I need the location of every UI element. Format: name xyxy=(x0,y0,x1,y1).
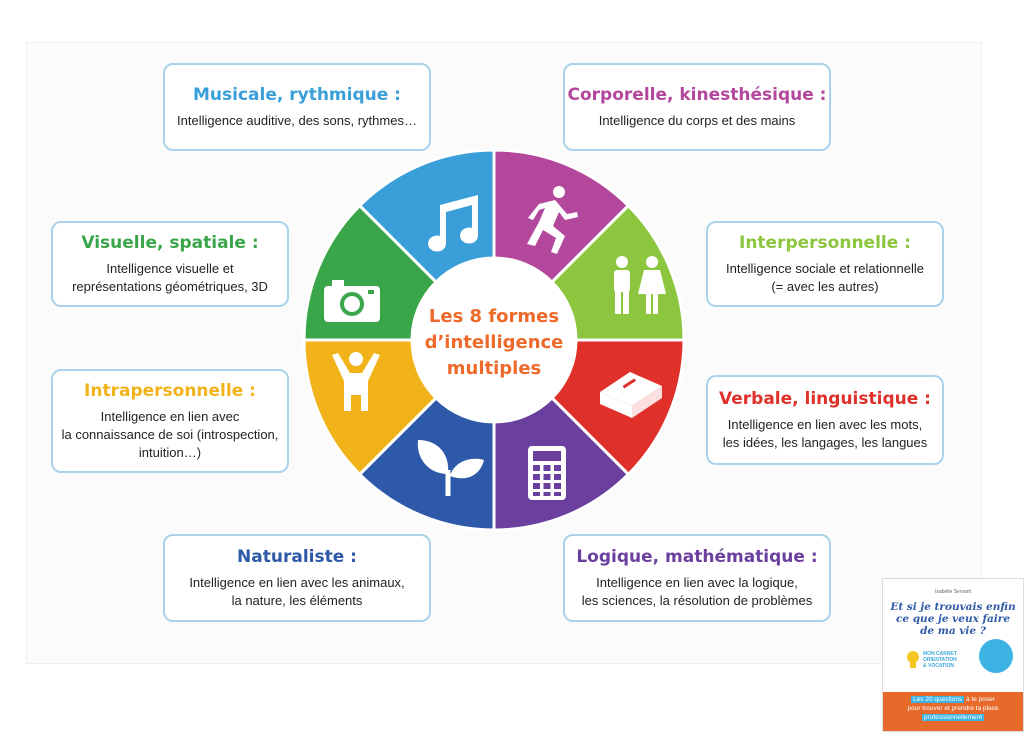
book-title: Et si je trouvais enfin ce que je veux f… xyxy=(890,601,1016,637)
card-logical: Logique, mathématique : Intelligence en … xyxy=(563,534,831,622)
center-title-line-2: d’intelligence xyxy=(425,332,564,353)
card-description: Intelligence sociale et relationnelle (=… xyxy=(725,261,924,294)
card-title: Intrapersonnelle : xyxy=(84,381,256,401)
book-badge xyxy=(979,639,1013,673)
music-note-icon xyxy=(428,195,479,252)
card-title: Verbale, linguistique : xyxy=(719,389,931,409)
book-tagline-text: à te poser pour trouver et prendre ta pl… xyxy=(907,696,999,712)
card-description: Intelligence en lien avec les animaux, l… xyxy=(189,575,405,608)
card-title: Visuelle, spatiale : xyxy=(81,233,259,253)
camera-icon xyxy=(324,280,380,322)
card-musical: Musicale, rythmique : Intelligence audit… xyxy=(163,63,431,151)
card-title: Logique, mathématique : xyxy=(576,547,818,567)
leaf-icon xyxy=(417,440,484,496)
card-title: Corporelle, kinesthésique : xyxy=(567,85,827,105)
card-description: Intelligence en lien avec la logique, le… xyxy=(581,575,813,608)
book-tagline: Les 20 questions à te poser pour trouver… xyxy=(883,692,1023,731)
card-naturalist: Naturaliste : Intelligence en lien avec … xyxy=(163,534,431,622)
card-visual: Visuelle, spatiale : Intelligence visuel… xyxy=(51,221,289,307)
card-description: Intelligence du corps et des mains xyxy=(598,113,796,128)
card-description: Intelligence auditive, des sons, rythmes… xyxy=(177,113,417,128)
book-subtitle: MON CARNET ORIENTATION & VOCATION xyxy=(923,651,957,669)
book-tagline-highlight-2: professionnellement xyxy=(921,714,985,721)
card-interpersonal: Interpersonnelle : Intelligence sociale … xyxy=(706,221,944,307)
intelligence-wheel: Les 8 formes d’intelligence multiples xyxy=(302,150,686,532)
card-intrapersonal: Intrapersonnelle : Intelligence en lien … xyxy=(51,369,289,473)
wheel-center xyxy=(412,258,576,422)
book-cover: Isabelle Servant Et si je trouvais enfin… xyxy=(882,578,1024,732)
people-icon xyxy=(614,256,666,314)
center-title-line-3: multiples xyxy=(447,358,542,379)
card-title: Musicale, rythmique : xyxy=(192,85,401,105)
card-corporal: Corporelle, kinesthésique : Intelligence… xyxy=(563,63,831,151)
card-title: Naturaliste : xyxy=(237,547,357,567)
card-description: Intelligence en lien avec la connaissanc… xyxy=(61,409,279,460)
runner-icon xyxy=(527,186,578,254)
book-icon xyxy=(600,372,662,418)
calculator-icon xyxy=(528,446,566,500)
card-description: Intelligence en lien avec les mots, les … xyxy=(722,417,928,450)
book-author: Isabelle Servant xyxy=(935,589,971,595)
person-arms-up-icon xyxy=(332,352,380,411)
card-description: Intelligence visuelle et représentations… xyxy=(72,261,268,294)
card-title: Interpersonnelle : xyxy=(739,233,911,253)
center-title-line-1: Les 8 formes xyxy=(429,306,559,327)
lightbulb-icon xyxy=(907,651,919,668)
card-verbal: Verbale, linguistique : Intelligence en … xyxy=(706,375,944,465)
book-tagline-highlight: Les 20 questions xyxy=(911,696,965,703)
